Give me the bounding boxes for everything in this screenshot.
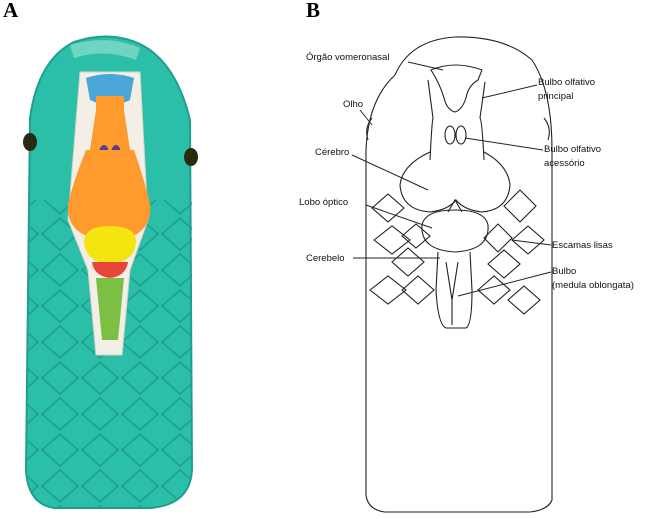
right-eye-outline-icon (544, 118, 549, 140)
optic-lobe-outline (422, 200, 488, 252)
label-bulbo-olfativo-acessorio-line2: acessório (544, 158, 585, 169)
medulla-inner-lines (446, 262, 458, 325)
diagram-outline (366, 37, 552, 512)
label-bulbo-line2: (medula oblongata) (552, 280, 634, 291)
scale-row-2 (374, 224, 544, 254)
label-cerebro: Cérebro (315, 147, 349, 158)
label-olho: Olho (343, 99, 363, 110)
label-bulbo-olfativo-principal-line2: principal (538, 91, 573, 102)
label-bulbo-olfativo-principal-line1: Bulbo olfativo (538, 77, 595, 88)
label-lobo-optico: Lobo óptico (299, 197, 348, 208)
scale-row-1 (372, 190, 536, 222)
label-bulbo-olfativo-acessorio-line1: Bulbo olfativo (544, 144, 601, 155)
label-bulbo-line1: Bulbo (552, 266, 576, 277)
label-cerebelo: Cerebelo (306, 253, 345, 264)
head-outline (366, 37, 552, 512)
leader-lines (352, 62, 551, 296)
cerebrum-outline (400, 152, 510, 212)
diagram-labels: Órgão vomeronasal Bulbo olfativo princip… (299, 52, 634, 291)
vomeronasal-outline (431, 65, 482, 112)
label-orgao-vomeronasal: Órgão vomeronasal (306, 52, 389, 63)
main-olfactory-bulb-outline (428, 80, 485, 160)
label-escamas-lisas: Escamas lisas (552, 240, 613, 251)
